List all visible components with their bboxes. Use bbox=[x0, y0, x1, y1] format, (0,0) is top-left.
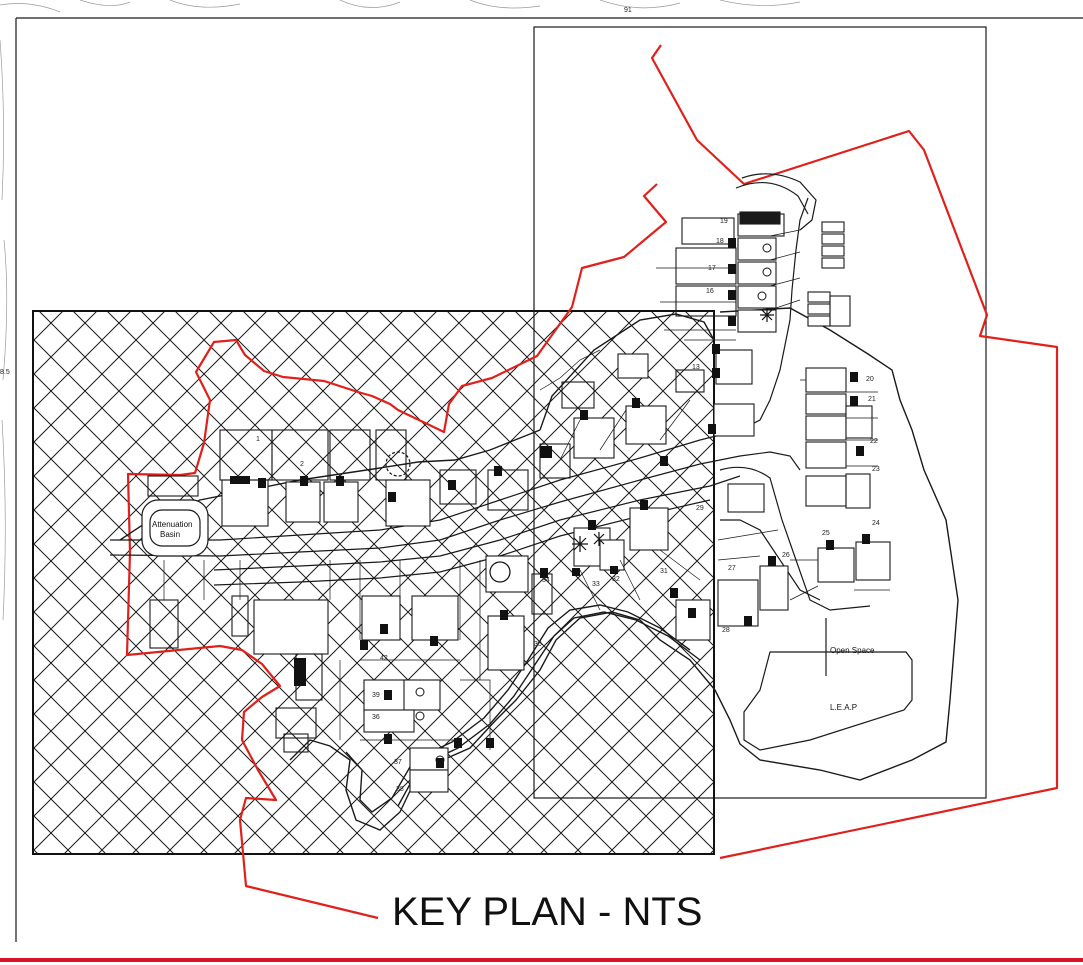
attenuation-label: Attenuation bbox=[152, 520, 192, 529]
edge-mark-top: 91 bbox=[624, 7, 632, 14]
site-outline bbox=[119, 307, 959, 831]
basin-label: Basin bbox=[160, 530, 180, 539]
plot-number: 35 bbox=[534, 641, 542, 648]
attenuation-basin bbox=[141, 499, 209, 557]
plot-number: 23 bbox=[872, 466, 880, 473]
open-space-area bbox=[743, 618, 913, 751]
plot-number: 32 bbox=[612, 576, 620, 583]
plot-number: 42 bbox=[380, 655, 388, 662]
parking-blocks bbox=[230, 238, 870, 768]
plot-number: 16 bbox=[706, 288, 714, 295]
plot-number: 18 bbox=[716, 238, 724, 245]
leap-label: L.E.A.P bbox=[830, 703, 857, 712]
plot-number: 34 bbox=[542, 577, 550, 584]
plot-number: 13 bbox=[692, 364, 700, 371]
plot-number: 20 bbox=[866, 376, 874, 383]
plot-number: 19 bbox=[720, 218, 728, 225]
plot-number: 29 bbox=[696, 505, 704, 512]
tree-symbols bbox=[385, 308, 774, 583]
plot-number: 39 bbox=[372, 692, 380, 699]
plot-number: 31 bbox=[660, 568, 668, 575]
plot-number: 1 bbox=[256, 436, 260, 443]
plot-number: 28 bbox=[722, 627, 730, 634]
plot-number: 2 bbox=[300, 461, 304, 468]
plot-numbers: 19 18 17 16 13 20 21 22 23 24 25 26 27 2… bbox=[256, 218, 880, 793]
hatched-viewport-left bbox=[32, 310, 715, 855]
plot-number: 26 bbox=[782, 552, 790, 559]
plot-number: 27 bbox=[728, 565, 736, 572]
plot-number: 24 bbox=[872, 520, 880, 527]
houses bbox=[147, 211, 891, 793]
plot-number: 25 bbox=[822, 530, 830, 537]
plot-lines bbox=[163, 229, 890, 750]
plot-number: 38 bbox=[396, 786, 404, 793]
site-boundary bbox=[125, 44, 1059, 920]
plot-number: 37 bbox=[394, 759, 402, 766]
edge-mark-left: 8.5 bbox=[0, 369, 10, 376]
key-plan-title: KEY PLAN - NTS bbox=[392, 890, 702, 934]
plot-number: 17 bbox=[708, 265, 716, 272]
unit-markers bbox=[415, 243, 772, 765]
plot-number: 36 bbox=[372, 714, 380, 721]
plot-number: 22 bbox=[870, 438, 878, 445]
open-space-label: Open Space bbox=[830, 646, 875, 655]
background-contours bbox=[0, 0, 801, 621]
plot-number: 21 bbox=[868, 396, 876, 403]
plot-number: 33 bbox=[592, 581, 600, 588]
